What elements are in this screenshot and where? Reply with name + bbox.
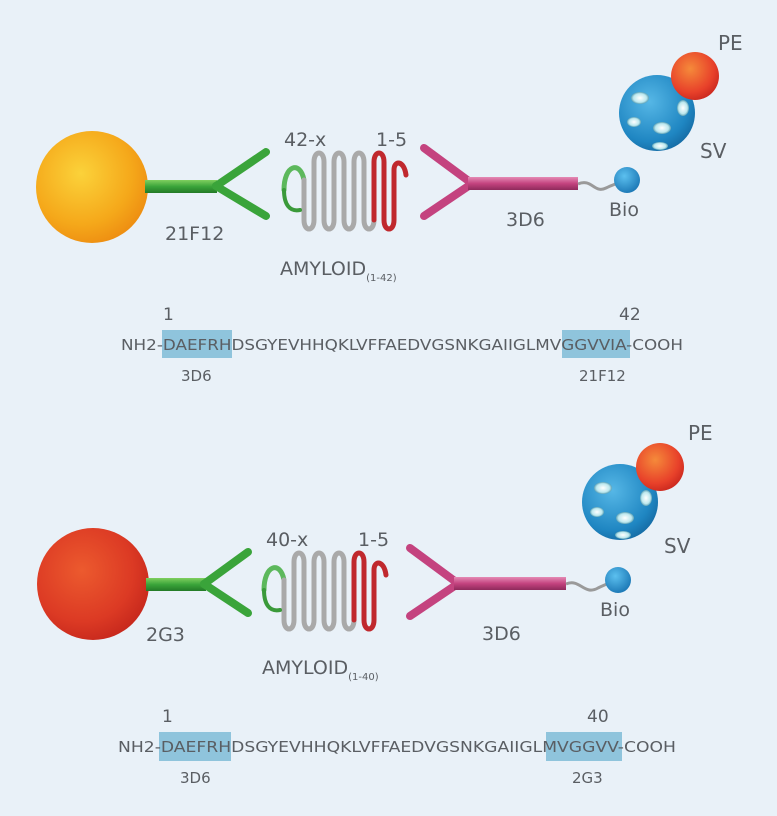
biotin [614, 167, 640, 193]
biotin-linker [577, 180, 621, 191]
capture-antibody [146, 548, 252, 617]
capture-antibody-label: 21F12 [165, 223, 224, 245]
epitope-highlight-right [546, 732, 622, 761]
amyloid-peptide [261, 550, 389, 632]
seq-number-right: 40 [587, 707, 609, 727]
panel-2: 2G3 40-x 1-5 AMYLOID(1-40) 3D6 Bio [37, 421, 713, 787]
biotin [605, 567, 631, 593]
detect-antibody-label: 3D6 [506, 209, 545, 231]
capture-bead [36, 131, 148, 243]
capture-antibody-label: 2G3 [146, 624, 185, 646]
sv-label: SV [700, 139, 727, 163]
nterm-label: 1-5 [376, 129, 407, 151]
epitope-highlight-left [162, 330, 232, 358]
pe-label: PE [718, 31, 743, 55]
seq-number-left: 1 [163, 305, 174, 325]
capture-antibody [145, 148, 270, 220]
svg-text:AMYLOID(1-42): AMYLOID(1-42) [280, 258, 397, 284]
panel-1: 21F12 42-x 1-5 AMYLOID(1-42) 3D6 Bio [36, 31, 743, 385]
svg-text:AMYLOID(1-40): AMYLOID(1-40) [262, 657, 379, 683]
cterm-label: 42-x [284, 129, 326, 151]
epitope-label-right: 21F12 [579, 367, 626, 385]
amyloid-label: AMYLOID [262, 657, 348, 679]
amyloid-subscript: (1-42) [366, 273, 397, 284]
streptavidin [619, 75, 695, 151]
biotin-linker [565, 580, 612, 592]
phycoerythrin [636, 443, 684, 491]
seq-number-right: 42 [619, 305, 641, 325]
phycoerythrin [671, 52, 719, 100]
streptavidin [582, 464, 658, 540]
seq-number-left: 1 [162, 707, 173, 727]
pe-label: PE [688, 421, 713, 445]
cterm-label: 40-x [266, 529, 308, 551]
biotin-label: Bio [600, 599, 630, 621]
detect-antibody [406, 544, 566, 620]
amyloid-label: AMYLOID [280, 258, 366, 280]
capture-bead [37, 528, 149, 640]
amyloid-subscript: (1-40) [348, 672, 379, 683]
sv-label: SV [664, 534, 691, 558]
amyloid-peptide [281, 150, 409, 232]
epitope-highlight-left [159, 732, 231, 761]
epitope-label-left: 3D6 [180, 769, 211, 787]
epitope-label-right: 2G3 [572, 769, 603, 787]
epitope-label-left: 3D6 [181, 367, 212, 385]
epitope-highlight-right [562, 330, 630, 358]
detect-antibody-label: 3D6 [482, 623, 521, 645]
nterm-label: 1-5 [358, 529, 389, 551]
biotin-label: Bio [609, 199, 639, 221]
detect-antibody [420, 144, 578, 220]
